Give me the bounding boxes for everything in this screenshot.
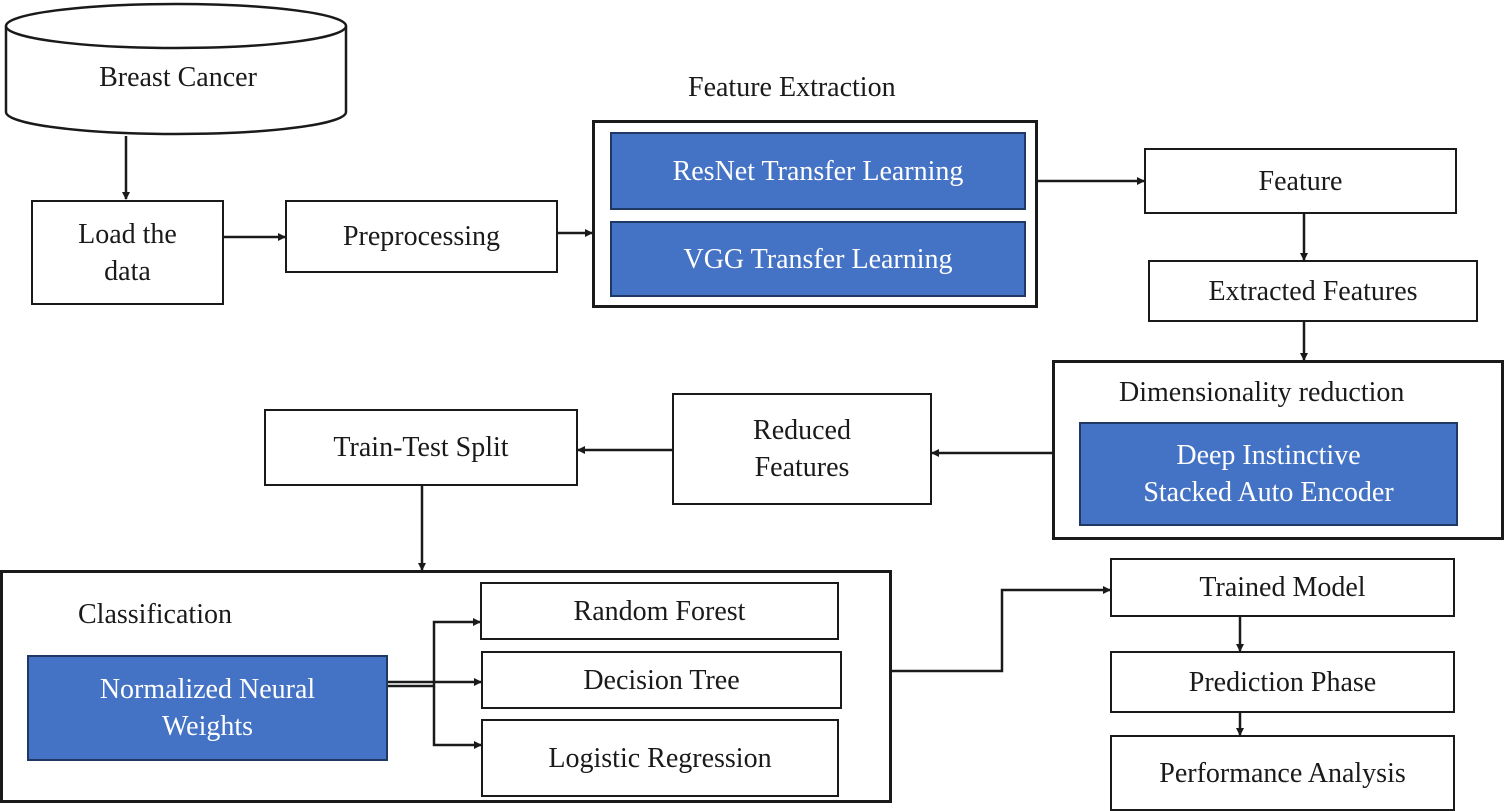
database-cylinder-icon [4,2,348,136]
normalized-neural-weights-box: Normalized Neural Weights [27,655,388,761]
dimensionality-reduction-group [1052,360,1504,540]
feature-extraction-title: Feature Extraction [688,72,896,103]
feature-box: Feature [1144,148,1457,214]
random-forest-box: Random Forest [480,582,839,640]
dataset-node: Breast Cancer [0,0,356,140]
dimensionality-reduction-title: Dimensionality reduction [1119,377,1405,408]
logistic-regression-box: Logistic Regression [481,719,839,797]
load-data-box: Load the data [31,200,224,305]
arrow-branch-logistic-regression [432,686,482,749]
arrow-branch-random-forest [388,618,481,688]
extracted-features-box: Extracted Features [1148,260,1478,322]
vgg-transfer-learning-box: VGG Transfer Learning [610,221,1026,297]
reduced-features-box: Reduced Features [672,393,932,505]
arrow-classification-to-trained [892,586,1111,673]
dataset-label: Breast Cancer [99,62,257,93]
classification-group [0,570,892,803]
stacked-auto-encoder-box: Deep Instinctive Stacked Auto Encoder [1079,422,1458,526]
train-test-split-box: Train-Test Split [264,409,578,486]
classification-title: Classification [78,599,232,630]
prediction-phase-box: Prediction Phase [1110,651,1455,713]
decision-tree-box: Decision Tree [481,651,842,709]
feature-extraction-group [592,120,1038,308]
trained-model-box: Trained Model [1110,558,1455,617]
resnet-transfer-learning-box: ResNet Transfer Learning [610,132,1026,210]
performance-analysis-box: Performance Analysis [1110,735,1455,811]
preprocessing-box: Preprocessing [285,200,558,273]
